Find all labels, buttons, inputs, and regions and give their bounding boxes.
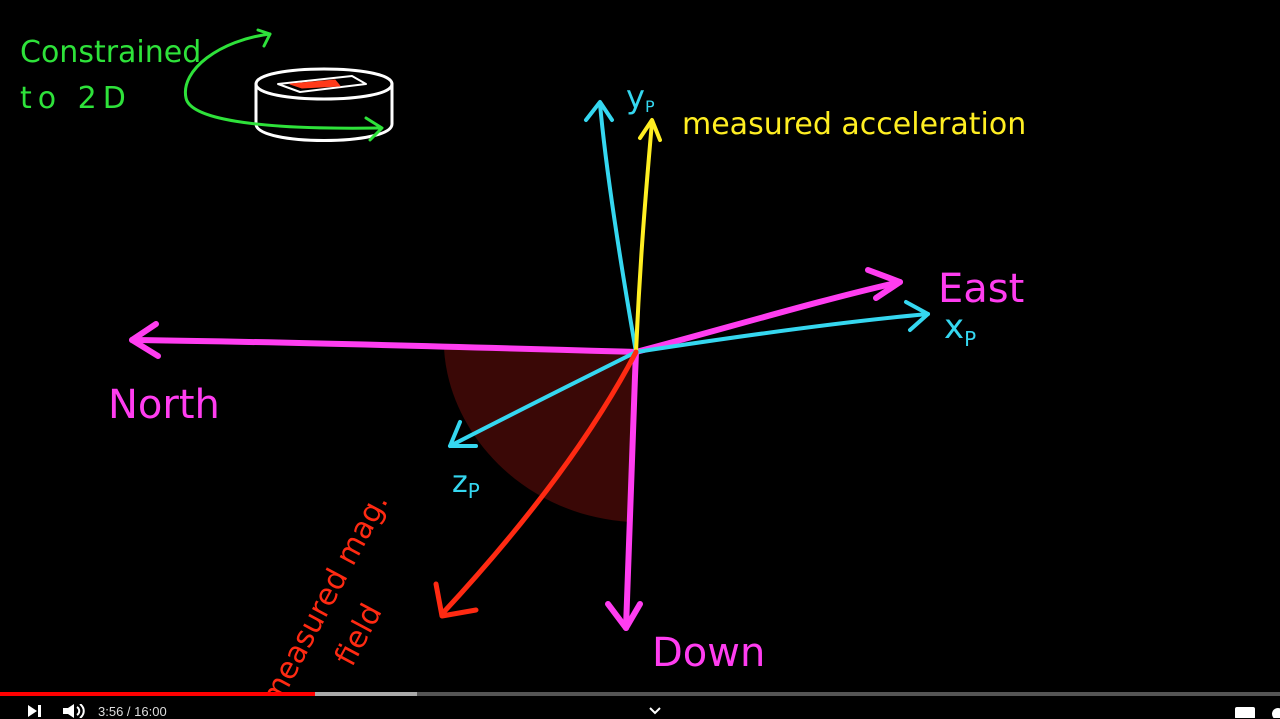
rotation-arrow — [183, 32, 382, 130]
east-label: East — [938, 266, 1024, 312]
constrained-label: Constrained — [20, 35, 201, 70]
played-bar — [0, 692, 315, 696]
mag-field-vector — [439, 349, 639, 617]
lecture-drawing: Constrained to 2D yP measured accelerati… — [20, 28, 1026, 692]
east-axis — [633, 279, 903, 355]
down-label: Down — [652, 630, 765, 676]
progress-bar[interactable] — [0, 692, 1280, 696]
acceleration-vector — [634, 120, 654, 354]
captions-icon[interactable] — [1234, 706, 1256, 718]
angle-wedge — [444, 348, 636, 522]
z-p-axis — [448, 350, 638, 448]
rotation-arrowhead-bottom — [364, 116, 384, 142]
rotation-arrowhead-top — [256, 28, 272, 48]
acceleration-arrowhead — [638, 118, 662, 142]
y-p-label: yP — [626, 78, 655, 116]
z-p-arrowhead — [448, 420, 478, 448]
settings-icon[interactable] — [1270, 706, 1280, 718]
down-arrowhead — [605, 601, 643, 631]
measured-acceleration-label: measured acceleration — [682, 107, 1026, 142]
mag-field-arrowhead — [433, 581, 479, 619]
down-axis — [623, 349, 639, 631]
measured-mag-label: measured mag. — [254, 487, 396, 692]
compass-puck-icon — [254, 67, 394, 142]
time-display: 3:56 / 16:00 — [98, 704, 167, 719]
y-p-axis — [598, 102, 638, 354]
player-controls: 3:56 / 16:00 — [0, 696, 1280, 719]
x-p-axis — [634, 312, 930, 354]
north-label: North — [108, 382, 220, 428]
z-p-label: zP — [452, 465, 480, 503]
constrained-label-2: to 2D — [20, 81, 132, 116]
east-arrowhead — [865, 267, 903, 301]
y-p-arrowhead — [584, 100, 614, 122]
chevron-down-icon[interactable] — [648, 706, 662, 716]
north-arrowhead — [129, 321, 161, 359]
volume-icon[interactable] — [62, 704, 86, 718]
x-p-label: xP — [944, 307, 976, 351]
north-axis — [129, 337, 639, 355]
next-icon[interactable] — [26, 704, 44, 718]
x-p-arrowhead — [904, 300, 930, 332]
